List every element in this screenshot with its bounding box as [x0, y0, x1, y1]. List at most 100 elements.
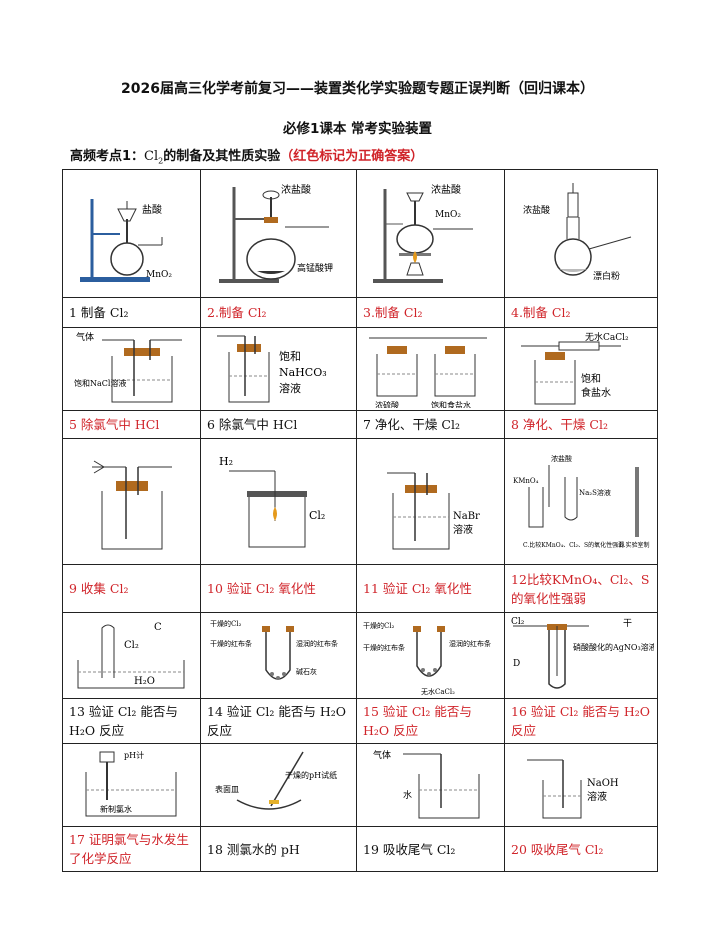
img-text-16d: D: [513, 659, 520, 669]
item-label: 11 验证 Cl₂ 氧化性: [356, 564, 505, 613]
apparatus-20: NaOH 溶液: [504, 743, 658, 827]
label-row-2: 5 除氯气中 HCl 6 除氯气中 HCl 7 净化、干燥 Cl₂ 8 净化、干…: [62, 410, 658, 439]
img-text-5b: 饱和NaCl溶液: [74, 378, 126, 388]
img-text-15c: 湿润的红布条: [449, 639, 491, 648]
img-text-18b: 干燥的pH试纸: [285, 770, 337, 780]
label-row-1: 1 制备 Cl₂ 2.制备 Cl₂ 3.制备 Cl₂ 4.制备 Cl₂: [62, 297, 658, 328]
item-label: 6 除氯气中 HCl: [200, 410, 357, 439]
test-tube-diagram: Cl₂ 硝酸酸化的AgNO₃溶液 干 D: [511, 617, 654, 689]
img-text-15b: 干燥的红布条: [363, 643, 405, 652]
img-text-10a: H₂: [219, 455, 233, 468]
img-text-4a: 浓盐酸: [523, 204, 550, 216]
apparatus-3: 浓盐酸 MnO₂: [356, 169, 505, 298]
watch-glass-diagram: 表面皿 干燥的pH试纸: [215, 751, 337, 810]
item-label: 12比较KMnO₄、Cl₂、S的氧化性强弱: [504, 564, 658, 613]
img-text-11a: NaBr: [453, 511, 480, 522]
img-text-17b: 新制氯水: [100, 804, 132, 814]
img-text-10b: Cl₂: [309, 509, 325, 522]
item-label: 17 证明氯气与水发生了化学反应: [62, 826, 201, 872]
section-note: （红色标记为正确答案）: [280, 149, 424, 164]
section-main: 的制备及其性质实验: [163, 149, 281, 164]
item-label: 19 吸收尾气 Cl₂: [356, 826, 505, 872]
img-text-13a: Cl₂: [124, 640, 139, 651]
apparatus-8: 无水CaCl₂ 饱和 食盐水: [504, 327, 658, 411]
image-row-4: Cl₂ H₂O C 干燥的Cl₂ 干燥的红布条 湿润的红布条 碱石灰: [62, 612, 658, 699]
img-text-20a: NaOH: [587, 778, 619, 789]
image-row-2: 气体 饱和NaCl溶液 饱和 NaHCO₃ 溶液: [62, 327, 658, 411]
img-text-6c: 溶液: [279, 381, 301, 395]
u-tube-diagram: 干燥的Cl₂ 干燥的红布条 湿润的红布条 碱石灰: [210, 619, 338, 680]
img-text-15d: 无水CaCl₂: [421, 687, 455, 696]
img-text-12b: KMnO₄: [513, 477, 539, 485]
img-text-19a: 气体: [373, 749, 391, 761]
img-text-18a: 表面皿: [215, 784, 239, 794]
ph-meter-beaker-diagram: pH计 新制氯水: [85, 750, 176, 817]
apparatus-17: pH计 新制氯水: [62, 743, 201, 827]
two-bottle-diagram: 浓硫酸 饱和食盐水: [369, 337, 487, 408]
img-text-7a: 浓硫酸: [375, 400, 399, 408]
image-row-1: 盐酸 MnO₂ 浓盐酸 高锰酸钾: [62, 169, 658, 298]
page-title: 2026届高三化学考前复习——装置类化学实验题专题正误判断（回归课本）: [121, 81, 594, 97]
img-text-12e: D.实验室制: [619, 541, 650, 549]
img-text-16b: 硝酸酸化的AgNO₃溶液: [573, 642, 654, 652]
img-text-16a: Cl₂: [511, 617, 525, 627]
item-label: 18 测氯水的 pH: [200, 826, 357, 872]
apparatus-2: 浓盐酸 高锰酸钾: [200, 169, 357, 298]
apparatus-18: 表面皿 干燥的pH试纸: [200, 743, 357, 827]
img-text-12a: 浓盐酸: [551, 454, 572, 463]
apparatus-table: 盐酸 MnO₂ 浓盐酸 高锰酸钾: [62, 169, 658, 872]
apparatus-9: [62, 438, 201, 565]
img-text-12c: Na₂S溶液: [579, 488, 611, 497]
img-text-6b: NaHCO₃: [279, 366, 327, 379]
img-text-19b: 水: [403, 789, 412, 801]
img-text-16c: 干: [623, 618, 632, 629]
item-label: 1 制备 Cl₂: [62, 297, 201, 328]
beaker-diagram: 气体 水: [373, 749, 480, 819]
section-chem-sub: 2: [158, 156, 164, 166]
gas-collection-bottle-diagram: [91, 460, 172, 549]
img-text-14c: 湿润的红布条: [296, 639, 338, 648]
img-text-17a: pH计: [124, 750, 144, 760]
img-text-8c: 食盐水: [581, 386, 611, 399]
label-row-3: 9 收集 Cl₂ 10 验证 Cl₂ 氧化性 11 验证 Cl₂ 氧化性 12比…: [62, 564, 658, 613]
item-label: 4.制备 Cl₂: [504, 297, 658, 328]
item-label: 13 验证 Cl₂ 能否与 H₂O 反应: [62, 698, 201, 744]
flask-apparatus-diagram: 盐酸 MnO₂: [79, 198, 172, 282]
u-tube-diagram: 干燥的Cl₂ 干燥的红布条 湿润的红布条 无水CaCl₂: [363, 621, 491, 696]
section-prefix: 高频考点1：: [70, 149, 145, 164]
item-label: 9 收集 Cl₂: [62, 564, 201, 613]
inverted-tube-diagram: Cl₂ H₂O C: [77, 622, 184, 688]
img-text-7b: 饱和食盐水: [431, 400, 471, 408]
item-label: 10 验证 Cl₂ 氧化性: [200, 564, 357, 613]
item-label: 14 验证 Cl₂ 能否与 H₂O 反应: [200, 698, 357, 744]
img-text-20b: 溶液: [587, 790, 607, 803]
item-label: 15 验证 Cl₂ 能否与 H₂O 反应: [356, 698, 505, 744]
img-text-2a: 浓盐酸: [281, 183, 311, 196]
img-text-14b: 干燥的红布条: [210, 639, 252, 648]
apparatus-13: Cl₂ H₂O C: [62, 612, 201, 699]
img-text-8a: 无水CaCl₂: [585, 331, 629, 343]
apparatus-6: 饱和 NaHCO₃ 溶液: [200, 327, 357, 411]
image-row-5: pH计 新制氯水 表面皿 干燥的pH试纸 气体 水: [62, 743, 658, 827]
img-text-11b: 溶液: [453, 523, 473, 536]
apparatus-5: 气体 饱和NaCl溶液: [62, 327, 201, 411]
section-heading: 高频考点1：Cl2的制备及其性质实验（红色标记为正确答案）: [70, 145, 423, 166]
img-text-3a: 浓盐酸: [431, 183, 461, 196]
img-text-15a: 干燥的Cl₂: [363, 621, 395, 630]
img-text-3b: MnO₂: [435, 210, 461, 220]
flask-dropping-funnel-diagram: 浓盐酸 漂白粉: [523, 182, 632, 282]
page-subtitle: 必修1课本 常考实验装置: [282, 121, 433, 137]
heated-flask-diagram: 浓盐酸 MnO₂: [373, 183, 473, 283]
label-row-5: 17 证明氯气与水发生了化学反应 18 测氯水的 pH 19 吸收尾气 Cl₂ …: [62, 826, 658, 872]
img-text-2b: 高锰酸钾: [297, 262, 333, 274]
apparatus-15: 干燥的Cl₂ 干燥的红布条 湿润的红布条 无水CaCl₂: [356, 612, 505, 699]
apparatus-11: NaBr 溶液: [356, 438, 505, 565]
beaker-diagram: NaOH 溶液: [527, 759, 619, 819]
hydrogen-burning-diagram: H₂ Cl₂: [219, 455, 325, 547]
item-label: 3.制备 Cl₂: [356, 297, 505, 328]
apparatus-1: 盐酸 MnO₂: [62, 169, 201, 298]
item-label: 20 吸收尾气 Cl₂: [504, 826, 658, 872]
item-label: 7 净化、干燥 Cl₂: [356, 410, 505, 439]
item-label: 16 验证 Cl₂ 能否与 H₂O 反应: [504, 698, 658, 744]
img-text-12d: C.比较KMnO₄、Cl₂、S的氧化性强弱: [523, 541, 624, 549]
